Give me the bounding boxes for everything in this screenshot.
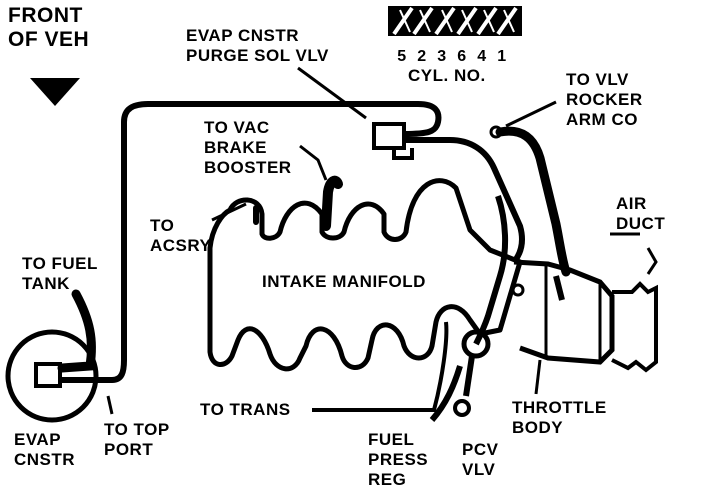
pcv-fitting xyxy=(461,329,491,359)
cylinder-banner xyxy=(388,6,522,36)
evap-cnstr-purge-sol-vlv-label: EVAP CNSTR PURGE SOL VLV xyxy=(186,26,329,65)
evap-cnstr-label: EVAP CNSTR xyxy=(14,430,76,469)
intake-manifold-label: INTAKE MANIFOLD xyxy=(262,272,426,291)
purge-solenoid-valve xyxy=(372,122,414,160)
intake-manifold-outline xyxy=(207,178,523,372)
air-duct xyxy=(611,247,658,373)
throttle-body xyxy=(513,259,615,365)
trans-hose xyxy=(312,321,449,412)
rocker-cover-hose xyxy=(495,126,571,277)
air-duct-label: AIR DUCT xyxy=(616,194,666,233)
evap-canister xyxy=(5,329,99,423)
purge-hose xyxy=(62,101,442,383)
to-acsry-label: TO ACSRY xyxy=(150,216,212,255)
to-trans-label: TO TRANS xyxy=(200,400,291,419)
pcv-valve xyxy=(453,399,471,417)
front-arrow-icon xyxy=(30,78,80,106)
fuel-press-reg-label: FUEL PRESS REG xyxy=(368,430,429,489)
rocker-cover-fitting xyxy=(489,125,503,139)
fuel-press-reg-hose xyxy=(429,365,463,422)
to-vac-brake-booster-label: TO VAC BRAKE BOOSTER xyxy=(204,118,292,177)
leader-lines xyxy=(106,66,640,415)
throttle-fitting xyxy=(511,283,525,297)
fuel-tank-hose xyxy=(57,289,96,373)
to-fuel-tank-label: TO FUEL TANK xyxy=(22,254,98,293)
pcv-vlv-label: PCV VLV xyxy=(462,440,499,479)
cyl-no-label: CYL. NO. xyxy=(408,66,486,85)
purge-to-throttle-hose xyxy=(404,137,525,264)
to-top-port-label: TO TOP PORT xyxy=(104,420,170,459)
front-of-veh-label: FRONT OF VEH xyxy=(8,4,90,51)
throttle-body-label: THROTTLE BODY xyxy=(512,398,607,437)
brake-booster-hose xyxy=(321,175,343,231)
to-vlv-rocker-arm-co-label: TO VLV ROCKER ARM CO xyxy=(566,70,643,129)
